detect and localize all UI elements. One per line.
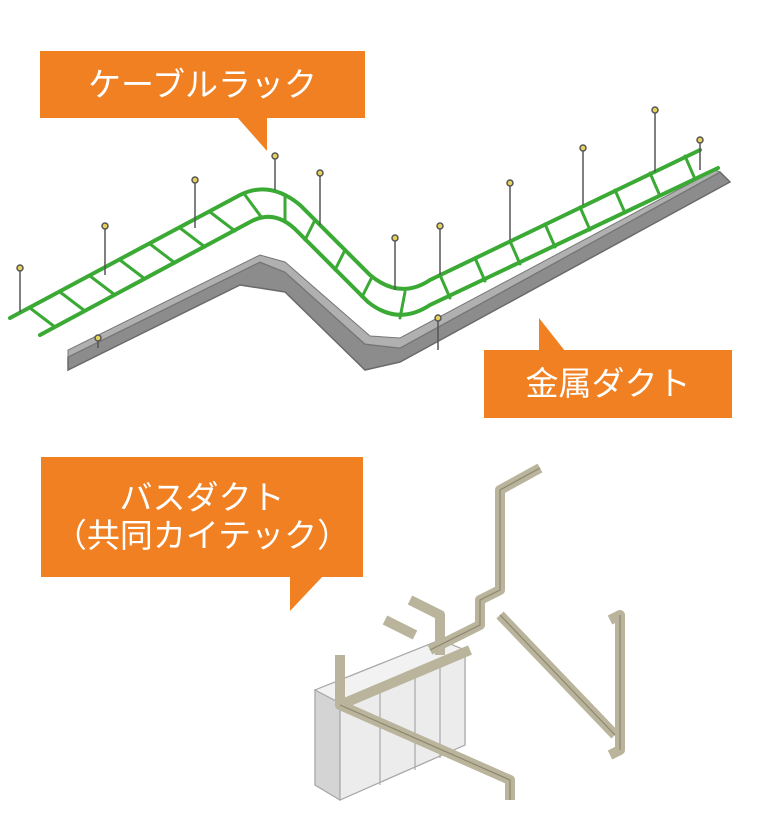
callout-pointer — [539, 318, 565, 351]
cable-rack-illustration — [8, 148, 720, 337]
bus-duct-label: バスダクト — [119, 478, 285, 518]
metal-duct-callout: 金属ダクト — [484, 318, 732, 418]
cable-rack-label: ケーブルラック — [87, 64, 318, 104]
callout-pointer — [237, 117, 267, 151]
cable-rack-callout: ケーブルラック — [40, 51, 365, 151]
hanger-rods — [16, 106, 704, 350]
cabinet-illustration — [313, 639, 467, 802]
metal-duct-label: 金属ダクト — [525, 364, 691, 404]
bus-duct-sublabel: （共同カイテック） — [53, 516, 351, 555]
callout-pointer — [290, 576, 323, 611]
bus-duct-callout: バスダクト （共同カイテック） — [41, 457, 363, 611]
metal-duct-illustration — [67, 169, 732, 372]
